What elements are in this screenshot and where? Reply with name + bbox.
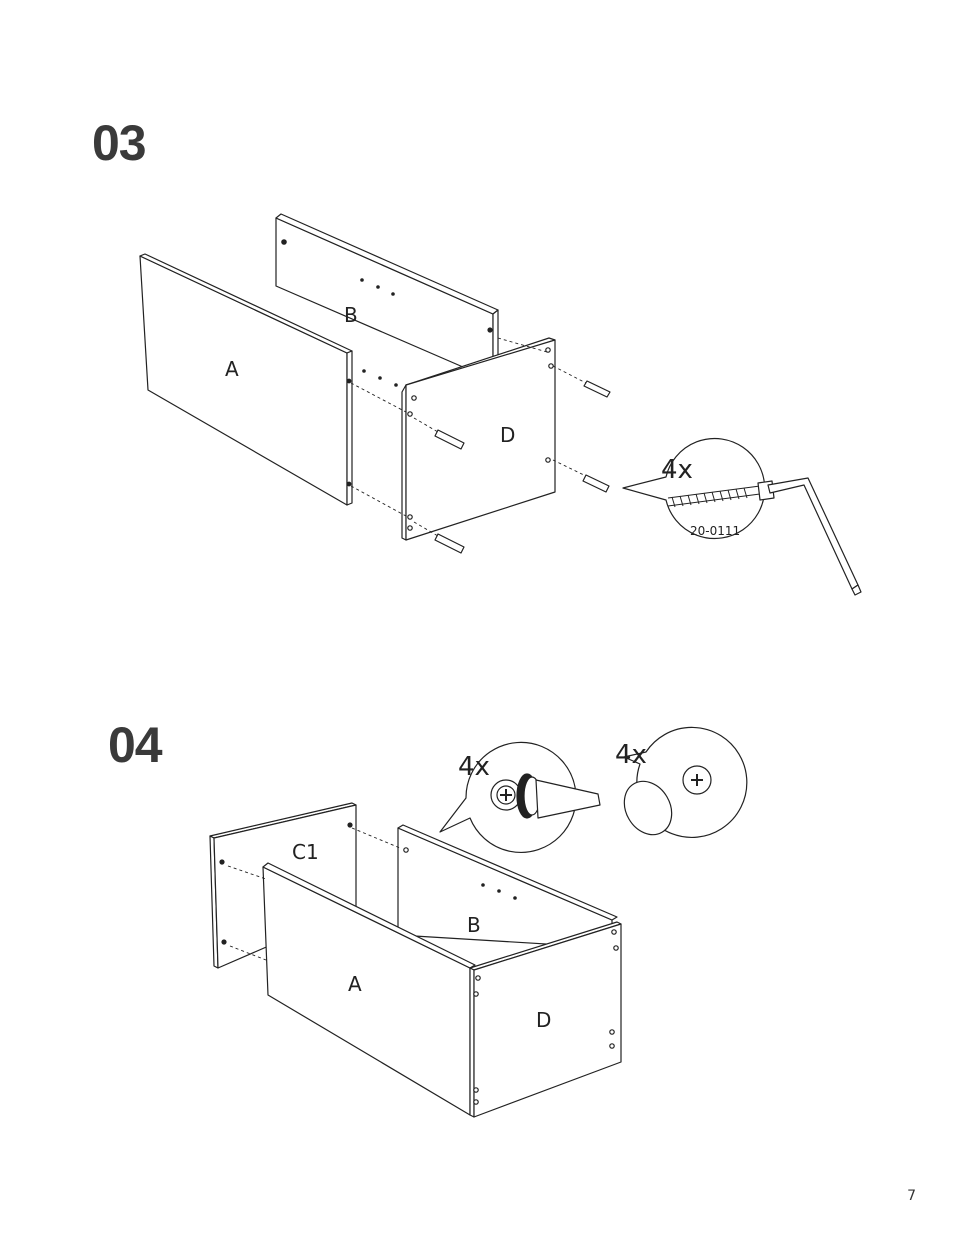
panel-d xyxy=(402,338,555,540)
cap-quantity: 4x xyxy=(615,740,647,770)
bolt-quantity: 4x xyxy=(661,455,693,485)
bolt-part-code: 20-0111 xyxy=(690,524,740,538)
panel-b-step4-label: B xyxy=(467,913,481,937)
panel-b-label: B xyxy=(344,303,358,327)
panel-d-label: D xyxy=(500,423,515,447)
page-number: 7 xyxy=(907,1188,916,1204)
panel-d-step4-label: D xyxy=(536,1008,551,1032)
panel-a-step4-label: A xyxy=(348,972,362,996)
panel-c1-label: C1 xyxy=(292,840,319,864)
bolt-callout xyxy=(623,439,861,595)
allen-key-icon xyxy=(768,478,861,595)
screwdriver-quantity: 4x xyxy=(458,752,490,782)
panel-a-label: A xyxy=(225,357,239,381)
step-03-diagram xyxy=(140,214,861,595)
